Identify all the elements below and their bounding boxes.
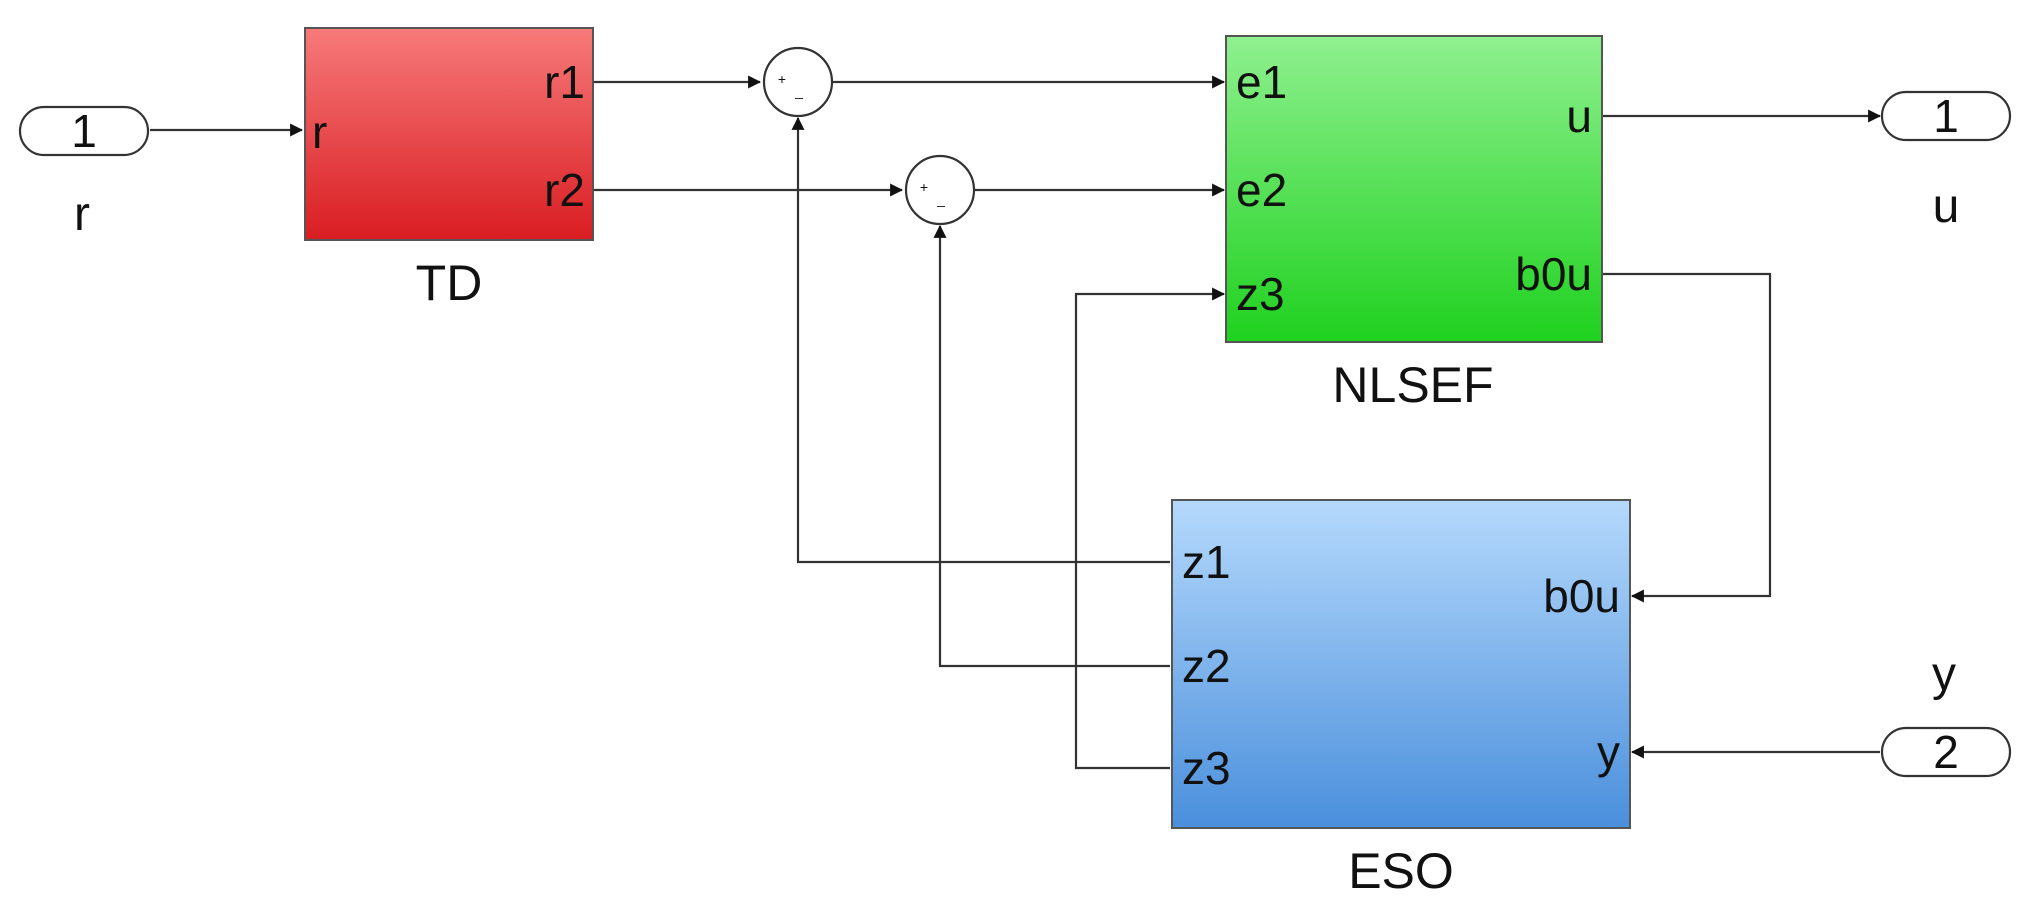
td-port-r: r (312, 106, 327, 158)
outport-u-name: u (1933, 180, 1960, 233)
nlsef-port-b0u: b0u (1515, 248, 1592, 300)
sum2-minus-sign: _ (936, 191, 945, 207)
nlsef-block[interactable]: e1 e2 z3 u b0u NLSEF (1225, 35, 1603, 413)
inport-y-number: 2 (1933, 726, 1959, 778)
inport-y[interactable]: 2 y (1880, 648, 2012, 778)
td-block-name: TD (416, 255, 483, 311)
sum1-minus-sign: _ (794, 83, 803, 99)
nlsef-block-name: NLSEF (1332, 357, 1493, 413)
sum-block-1[interactable]: + _ (762, 46, 834, 118)
outport-u-number: 1 (1933, 90, 1959, 142)
inport-y-name: y (1932, 648, 1956, 701)
eso-block-name: ESO (1348, 843, 1454, 899)
wire-z1-to-sum1[interactable] (791, 116, 1170, 564)
td-block[interactable]: r r1 r2 TD (304, 27, 594, 311)
eso-port-z1: z1 (1182, 536, 1231, 588)
nlsef-port-u: u (1566, 90, 1592, 142)
eso-port-z3: z3 (1182, 742, 1231, 794)
wire-z3-feedback[interactable] (1074, 287, 1226, 770)
wire-z2-to-sum2[interactable] (933, 224, 1170, 668)
sum-block-2[interactable]: + _ (904, 154, 976, 226)
eso-port-z2: z2 (1182, 640, 1231, 692)
td-port-r2: r2 (544, 164, 585, 216)
sum1-plus-sign: + (778, 71, 786, 87)
wires (150, 75, 1882, 770)
eso-port-y: y (1597, 726, 1620, 778)
nlsef-port-z3: z3 (1236, 268, 1285, 320)
inport-r-name: r (74, 188, 90, 241)
wire-b0u-loop[interactable] (1603, 272, 1772, 603)
sum2-plus-sign: + (920, 179, 928, 195)
outport-u[interactable]: 1 u (1880, 90, 2012, 233)
nlsef-port-e1: e1 (1236, 56, 1287, 108)
nlsef-port-e2: e2 (1236, 164, 1287, 216)
eso-block[interactable]: z1 z2 z3 b0u y ESO (1171, 499, 1631, 899)
td-port-r1: r1 (544, 56, 585, 108)
inport-r[interactable]: 1 r (18, 105, 150, 241)
inport-r-number: 1 (71, 105, 97, 157)
eso-port-b0u: b0u (1543, 570, 1620, 622)
